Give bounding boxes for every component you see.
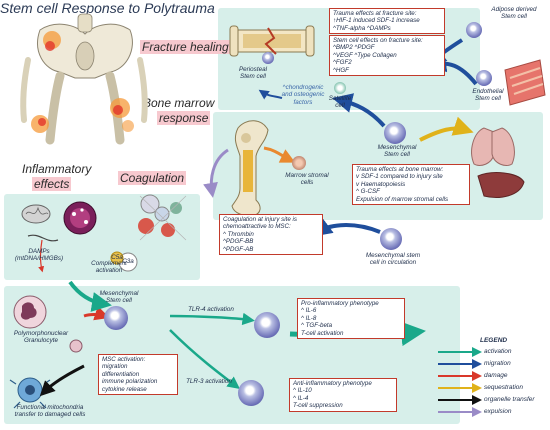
msc-bottom-cell: [104, 306, 128, 330]
pelvis-illustration: [20, 13, 148, 145]
page-title: Stem cell Response to Polytrauma: [0, 0, 215, 16]
anti-inflammatory-box: Anti-inflammatory phenotype ^ IL-10 ^ IL…: [289, 378, 397, 412]
damps-label: DAMPs (mtDNA/HMGBs): [14, 248, 64, 263]
adipose-label: Adipose derived Stem cell: [491, 6, 537, 21]
satellite-cell: [334, 82, 346, 94]
anti-inflammatory-cell: [238, 380, 264, 406]
periosteal-label: Periosteal Stem cell: [238, 66, 267, 81]
msc-circulation-label: Mesenchymal stem cell in circulation: [365, 252, 421, 267]
organs-illustration: [471, 127, 525, 198]
legend-migration: migration: [484, 360, 511, 367]
trauma-fracture-box: Trauma effects at fracture site: ↑HIF-1 …: [329, 8, 445, 35]
inflammatory-effects-label: Inflammatory effects: [22, 162, 92, 191]
satellite-label: Satellite cell: [328, 95, 352, 110]
pmn-label: Polymorphonuclear Granulocyte: [13, 330, 69, 345]
legend-title: LEGEND: [480, 337, 508, 344]
complement-illustration: [110, 251, 138, 272]
clot-illustration: [138, 194, 187, 241]
c5a-label: C5a: [111, 254, 123, 261]
muscle-illustration: [504, 59, 546, 106]
fracture-healing-label: Fracture healing: [140, 40, 231, 54]
endothelial-label: Endothelial Stem cell: [472, 88, 504, 103]
legend-damage: damage: [484, 372, 508, 379]
tlr3-label: TLR-3 activation: [186, 378, 232, 385]
marrow-stromal-label: Marrow stromal cells: [285, 172, 329, 187]
periosteal-effects-label: ^chondrogenic and osteogenic factors: [281, 84, 325, 106]
legend-sequestration: sequestration: [484, 384, 524, 391]
trauma-marrow-box: Trauma effects at bone marrow: v SDF-1 c…: [352, 164, 470, 206]
c3a-label: C3a: [122, 258, 134, 265]
legend-activation: activation: [484, 348, 512, 355]
pmn-illustration: [13, 295, 83, 353]
necrotic-cell-illustration: [63, 201, 97, 235]
msc-bottom-label: Mesenchymal Stem cell: [99, 290, 139, 305]
coagulation-box: Coagulation at injury site is chemoattra…: [219, 214, 323, 256]
marrow-stromal-cell: [292, 156, 306, 170]
coagulation-label: Coagulation: [118, 171, 187, 185]
bone-marrow-response-label: Bone marrow response: [143, 96, 215, 125]
mitochondria-illustration: [21, 204, 59, 242]
stem-effects-box: Stem cell effects on fracture site: ^BMP…: [329, 35, 445, 77]
pro-inflammatory-box: Pro-inflammatory phenotype ^ IL-6 ^ IL-8…: [297, 298, 405, 340]
femur-illustration: [231, 120, 269, 217]
legend-expulsion: expulsion: [484, 408, 512, 415]
periosteal-stem-cell: [262, 52, 274, 64]
mito-transfer-label: Functional mitochondria transfer to dama…: [14, 404, 86, 419]
msc-top-label: Mesenchymal Stem cell: [377, 144, 417, 159]
tlr4-label: TLR-4 activation: [188, 306, 234, 313]
endothelial-stem-cell: [476, 70, 492, 86]
msc-top-cell: [384, 122, 406, 144]
legend-organelle-transfer: organelle transfer: [484, 396, 535, 403]
fracture-bone-illustration: [229, 25, 315, 57]
adipose-stem-cell: [466, 22, 482, 38]
msc-circulation-cell: [380, 228, 402, 250]
pro-inflammatory-cell: [254, 312, 280, 338]
complement-label: Complement activation: [91, 260, 127, 275]
msc-activation-box: MSC activation: migration differentiatio…: [98, 354, 178, 396]
